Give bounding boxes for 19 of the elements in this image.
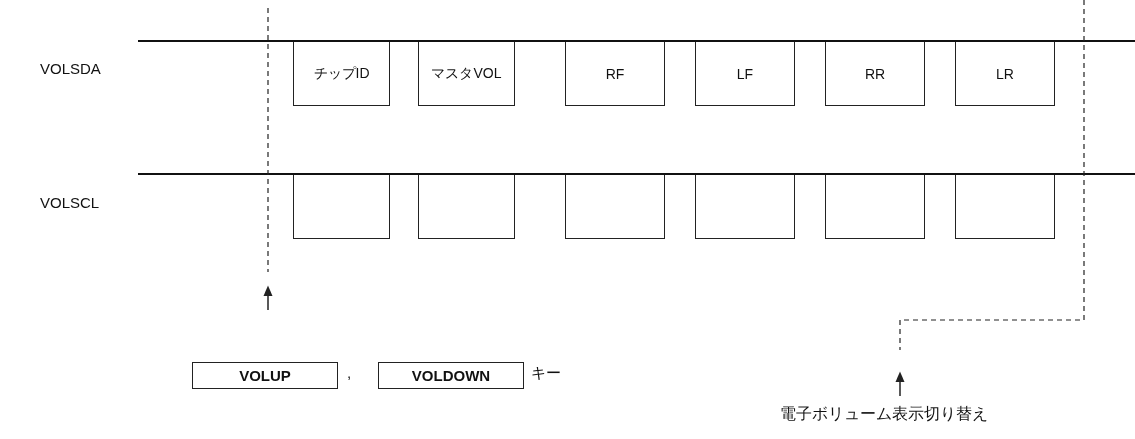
pulse-box: RR [825,42,925,106]
signal-name: VOLSCL [40,194,100,211]
key-suffix-text: キー [531,364,561,383]
pulse-box: マスタVOL [418,42,515,106]
pulse-box: LF [695,42,795,106]
pulse-box [293,175,390,239]
pulse-box [418,175,515,239]
key-box: VOLUP [192,362,338,389]
caption-text: 電子ボリューム表示切り替え [780,404,988,424]
key-box: VOLDOWN [378,362,524,389]
separator-comma: , [347,364,352,381]
pulse-box: チップID [293,42,390,106]
pulse-box [825,175,925,239]
pulse-box [565,175,665,239]
pulse-box: RF [565,42,665,106]
pulse-box [695,175,795,239]
pulse-box: LR [955,42,1055,106]
signal-name: VOLSDA [40,60,101,77]
pulse-box [955,175,1055,239]
